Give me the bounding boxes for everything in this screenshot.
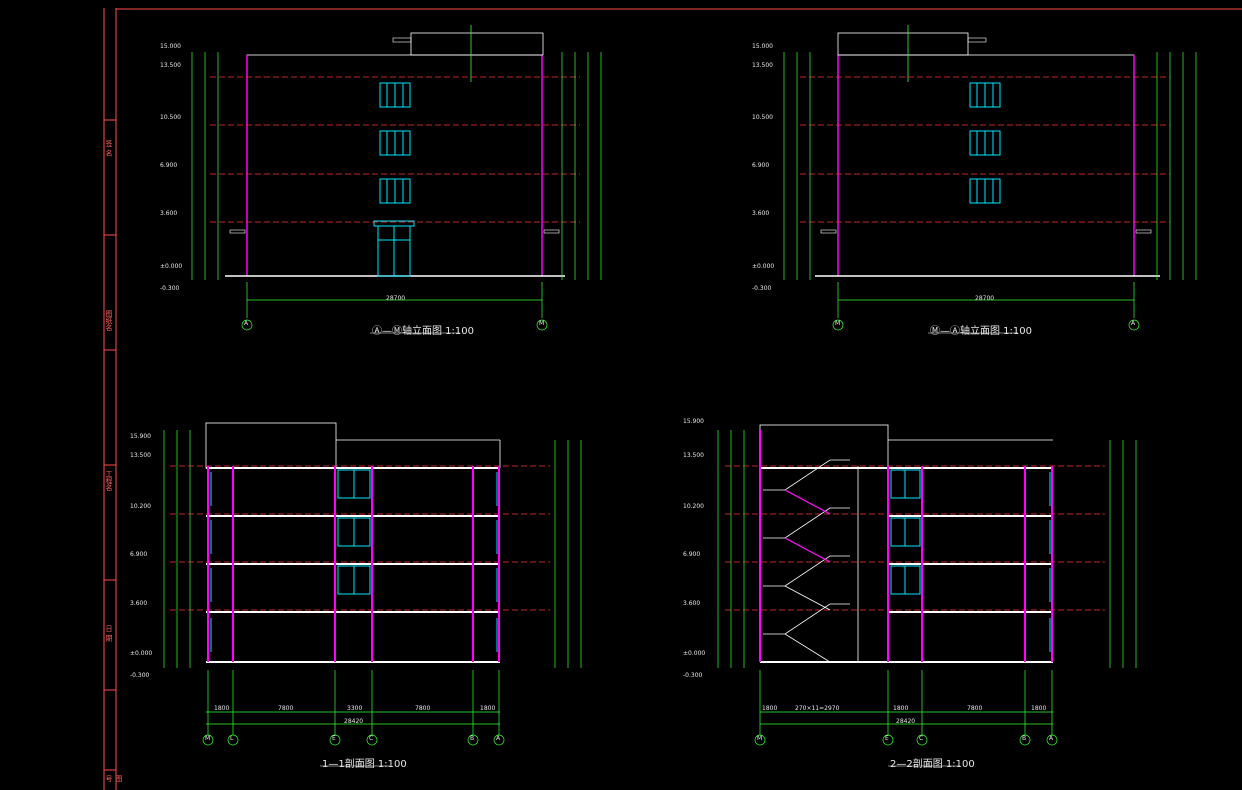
elevation-m-a <box>783 25 1197 334</box>
bay-dim: 1800 <box>893 705 909 712</box>
level-label: ±0.000 <box>130 650 153 657</box>
level-label: 6.900 <box>130 551 148 558</box>
axis-label: C <box>919 735 924 742</box>
side-label-number: 图 号 <box>105 775 123 782</box>
axis-label: C <box>369 735 374 742</box>
total-width-dim: 28700 <box>386 295 406 302</box>
axis-label: E <box>332 735 336 742</box>
axis-label: A <box>1049 735 1054 742</box>
level-label: 15.000 <box>160 43 181 50</box>
level-label: 3.600 <box>752 210 770 217</box>
level-label: 3.600 <box>130 600 148 607</box>
level-label: 10.500 <box>752 114 773 121</box>
level-label: -0.300 <box>160 285 180 292</box>
level-label: -0.300 <box>683 672 703 679</box>
side-label-sign: 签 名 <box>105 140 113 157</box>
level-label: ±0.000 <box>160 263 183 270</box>
bay-dim: 7800 <box>415 705 431 712</box>
bay-dim: 1800 <box>214 705 230 712</box>
axis-label: B <box>1022 735 1027 742</box>
level-label: -0.300 <box>752 285 772 292</box>
bay-dim: 7800 <box>967 705 983 712</box>
bay-dim: 1800 <box>480 705 496 712</box>
axis-label: A <box>1131 320 1136 327</box>
title-elevation-a-m: Ⓐ—Ⓜ轴立面图 1:100 <box>372 326 474 337</box>
bay-dim: 7800 <box>278 705 294 712</box>
side-label-drawing-name: 图纸名 <box>105 310 113 331</box>
title-elevation-m-a: Ⓜ—Ⓐ轴立面图 1:100 <box>930 326 1032 337</box>
level-label: ±0.000 <box>683 650 706 657</box>
axis-label: E <box>885 735 889 742</box>
axis-label: M <box>835 320 841 327</box>
level-label: 3.600 <box>160 210 178 217</box>
level-label: ±0.000 <box>752 263 775 270</box>
elevation-a-m <box>191 25 602 334</box>
bay-dim: 270×11=2970 <box>795 705 840 712</box>
bay-dim: 3300 <box>347 705 363 712</box>
title-section-2-2: 2—2剖面图 1:100 <box>890 759 975 770</box>
section-2-2 <box>717 424 1137 767</box>
total-width-dim: 28700 <box>975 295 995 302</box>
level-label: 15.900 <box>683 418 704 425</box>
level-label: 6.900 <box>752 162 770 169</box>
level-label: 13.500 <box>130 452 151 459</box>
sheet-frame <box>103 8 1242 790</box>
axis-label: M <box>757 735 763 742</box>
level-label: 3.600 <box>683 600 701 607</box>
side-label-project: 工程名 <box>105 470 113 491</box>
level-label: 10.200 <box>130 503 151 510</box>
level-label: 10.500 <box>160 114 181 121</box>
level-label: 15.000 <box>752 43 773 50</box>
bay-dim: 1800 <box>1031 705 1047 712</box>
level-label: 6.900 <box>160 162 178 169</box>
total-width-dim: 28420 <box>344 718 364 725</box>
title-section-1-1: 1—1剖面图 1:100 <box>322 759 407 770</box>
axis-label: A <box>244 320 249 327</box>
axis-label: B <box>470 735 475 742</box>
axis-label: A <box>496 735 501 742</box>
axis-label: M <box>539 320 545 327</box>
side-label-date: 日 期 <box>105 625 113 642</box>
level-label: 13.500 <box>752 62 773 69</box>
level-label: 6.900 <box>683 551 701 558</box>
section-1-1 <box>163 422 582 767</box>
level-label: -0.300 <box>130 672 150 679</box>
axis-label: M <box>205 735 211 742</box>
level-label: 10.200 <box>683 503 704 510</box>
total-width-dim: 28420 <box>896 718 916 725</box>
level-label: 15.900 <box>130 433 151 440</box>
bay-dim: 1800 <box>762 705 778 712</box>
axis-label: L <box>230 735 234 742</box>
level-label: 13.500 <box>683 452 704 459</box>
level-label: 13.500 <box>160 62 181 69</box>
